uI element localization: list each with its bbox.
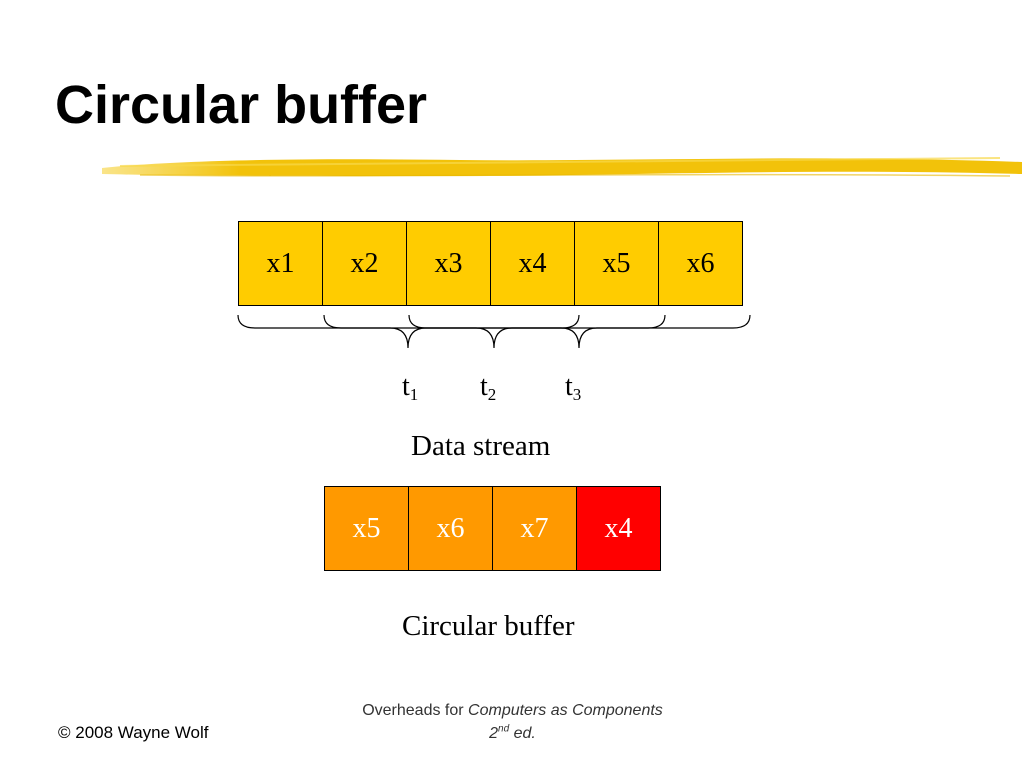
time-label-t3: t3 xyxy=(565,371,582,404)
footer-prefix: Overheads for xyxy=(362,702,469,719)
stream-cell: x3 xyxy=(406,221,491,306)
slide-title: Circular buffer xyxy=(55,75,428,135)
buffer-cell-highlighted: x4 xyxy=(576,486,661,571)
data-stream-array: x1 x2 x3 x4 x5 x6 xyxy=(238,221,743,306)
stream-cell: x6 xyxy=(658,221,743,306)
brace-t2 xyxy=(323,314,666,349)
data-stream-caption: Data stream xyxy=(411,430,551,462)
time-label-t2: t2 xyxy=(480,371,497,404)
buffer-cell: x5 xyxy=(324,486,409,571)
footer-source: Overheads for Computers as Components 2n… xyxy=(360,700,665,745)
stream-cell: x2 xyxy=(322,221,407,306)
brace-t1 xyxy=(237,314,580,349)
window-braces xyxy=(237,314,751,349)
stream-cell: x1 xyxy=(238,221,323,306)
circular-buffer-caption: Circular buffer xyxy=(402,610,575,642)
buffer-cell: x7 xyxy=(492,486,577,571)
brace-t3 xyxy=(408,314,751,349)
footer-edition-suffix: ed. xyxy=(509,724,536,742)
time-label-t1: t1 xyxy=(402,371,419,404)
footer-edition-sup: nd xyxy=(498,723,510,735)
copyright: © 2008 Wayne Wolf xyxy=(58,723,209,742)
circular-buffer-array: x5 x6 x7 x4 xyxy=(324,486,661,571)
stream-cell: x5 xyxy=(574,221,659,306)
title-highlight-stroke xyxy=(102,157,1022,177)
buffer-cell: x6 xyxy=(408,486,493,571)
footer-book-title: Computers as Components 2 xyxy=(468,702,663,742)
stream-cell: x4 xyxy=(490,221,575,306)
